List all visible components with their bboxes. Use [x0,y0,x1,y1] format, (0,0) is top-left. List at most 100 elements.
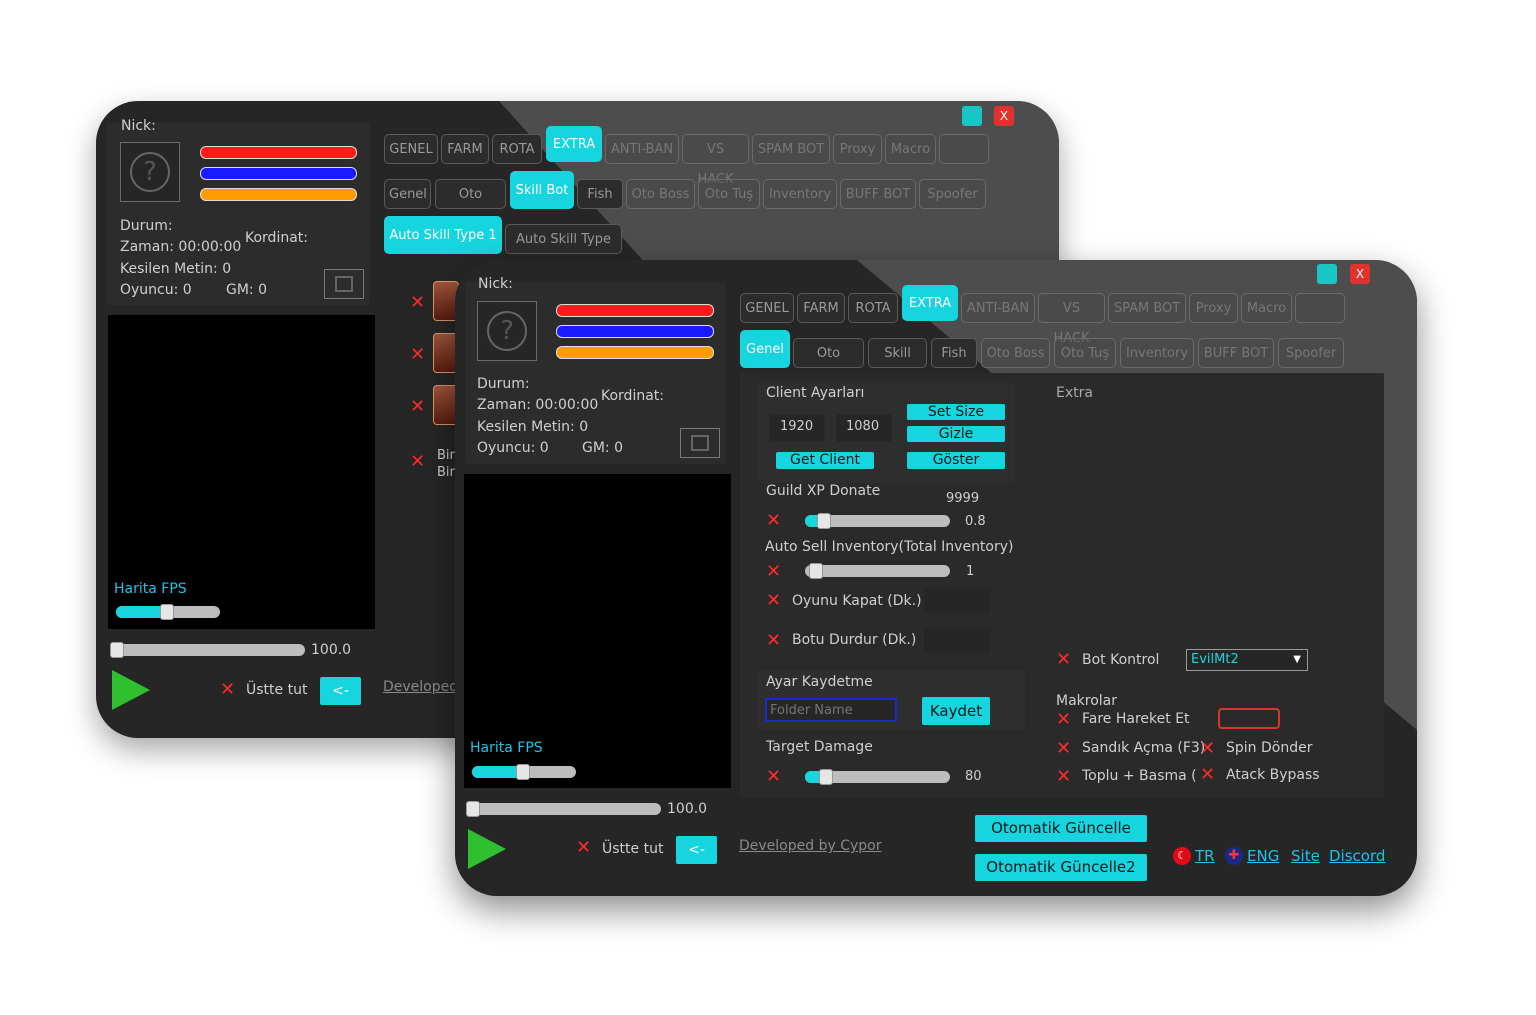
tab-spam-bot[interactable]: SPAM BOT [752,134,830,164]
fare-hareket-x-icon[interactable]: ✕ [1056,709,1072,730]
target-damage-slider[interactable] [805,769,950,785]
tab-proxy[interactable]: Proxy [833,134,882,164]
get-client-button[interactable]: Get Client [776,452,874,469]
guild-xp-slider[interactable] [805,513,950,529]
kesilen-metin-label: Kesilen Metin: 0 [120,261,232,277]
tab-extra[interactable]: EXTRA [546,126,602,162]
spin-donder-x-icon[interactable]: ✕ [1200,738,1216,759]
play-button[interactable] [112,670,150,710]
oyunu-kapat-input[interactable] [923,588,991,614]
bot-kontrol-dropdown[interactable]: EvilMt2▼ [1186,649,1308,671]
botu-durdur-x-icon[interactable]: ✕ [766,630,782,651]
lang-tr-link[interactable]: TR [1195,847,1215,865]
developed-by-link[interactable]: Developed by Cypor [739,838,882,854]
minimize-button[interactable] [962,106,982,126]
back-arrow-button[interactable]: <- [320,677,361,705]
subtab-oto-boss[interactable]: Oto Boss [981,338,1050,368]
subtab-oto-tus[interactable]: Oto Tuş [1054,338,1116,368]
auto-sell-slider[interactable] [805,563,950,579]
subtab-oto-login[interactable]: Oto Login [793,338,864,391]
tab-empty[interactable] [939,134,989,164]
save-icon[interactable] [680,428,720,458]
tab-vs-hack[interactable]: VS HACK [682,134,749,187]
subtab-fish[interactable]: Fish [931,338,977,368]
subtab-spoofer[interactable]: Spoofer [919,179,986,209]
skilltab-type-2[interactable]: Auto Skill Type 2 [505,224,622,277]
close-x-icon[interactable]: ✕ [220,679,236,700]
subtab-genel[interactable]: Genel [384,179,431,209]
close-button[interactable]: X [1350,264,1370,284]
tab-extra[interactable]: EXTRA [902,285,958,321]
gizle-button[interactable]: Gizle [907,426,1005,442]
subtab-oto-login[interactable]: Oto Login [435,179,506,232]
otomatik-guncelle2-button[interactable]: Otomatik Güncelle2 [975,854,1147,881]
durum-label: Durum: [477,376,530,392]
width-value: 1920 [780,419,814,434]
developed-link[interactable]: Developed [383,679,459,695]
subtab-inventory[interactable]: Inventory [1120,338,1194,368]
subtab-skill-bot[interactable]: Skill Bot [868,338,927,391]
subtab-fish[interactable]: Fish [577,179,623,209]
sandik-acma-x-icon[interactable]: ✕ [1056,738,1072,759]
subtab-buff-bot[interactable]: BUFF BOT [840,179,916,209]
tab-macro[interactable]: Macro [885,134,936,164]
skill-4-x-icon[interactable]: ✕ [410,451,426,472]
lang-eng-link[interactable]: ENG [1247,847,1280,865]
fps-slider[interactable] [472,764,576,780]
tab-macro[interactable]: Macro [1241,293,1292,323]
fare-hareket-key[interactable] [1218,708,1280,729]
tab-rota[interactable]: ROTA [848,293,898,323]
target-damage-x-icon[interactable]: ✕ [766,766,782,787]
bot-kontrol-x-icon[interactable]: ✕ [1056,649,1072,670]
play-button[interactable] [468,829,506,869]
goster-button[interactable]: Göster [907,452,1005,469]
atack-bypass-x-icon[interactable]: ✕ [1200,764,1216,785]
guild-xp-value: 9999 [946,491,980,506]
tab-anti-ban[interactable]: ANTI-BAN [605,134,679,164]
tab-empty[interactable] [1295,293,1345,323]
minimize-button[interactable] [1317,264,1337,284]
tab-genel[interactable]: GENEL [384,134,438,164]
oyunu-kapat-x-icon[interactable]: ✕ [766,590,782,611]
hp-bar [200,146,357,159]
tab-proxy[interactable]: Proxy [1189,293,1238,323]
discord-link[interactable]: Discord [1329,847,1386,865]
opacity-slider[interactable] [110,642,305,658]
set-size-button[interactable]: Set Size [907,404,1005,420]
subtab-spoofer[interactable]: Spoofer [1278,338,1344,368]
site-link[interactable]: Site [1291,847,1320,865]
skill-1-x-icon[interactable]: ✕ [410,292,426,313]
folder-name-input[interactable] [765,698,897,722]
subtab-inventory[interactable]: Inventory [763,179,837,209]
otomatik-guncelle-button[interactable]: Otomatik Güncelle [975,815,1147,842]
guild-xp-x-icon[interactable]: ✕ [766,510,782,531]
height-input[interactable] [836,414,892,442]
botu-durdur-input[interactable] [923,628,991,654]
tab-farm[interactable]: FARM [441,134,489,164]
auto-sell-x-icon[interactable]: ✕ [766,561,782,582]
subtab-buff-bot[interactable]: BUFF BOT [1198,338,1274,368]
toplu-basma-x-icon[interactable]: ✕ [1056,766,1072,787]
tab-anti-ban[interactable]: ANTI-BAN [961,293,1035,323]
fps-slider[interactable] [116,604,220,620]
tab-genel[interactable]: GENEL [740,293,794,323]
subtab-genel[interactable]: Genel [740,330,790,368]
skill-3-x-icon[interactable]: ✕ [410,396,426,417]
skilltab-type-1[interactable]: Auto Skill Type 1 [384,216,502,254]
subtab-skill-bot[interactable]: Skill Bot [510,171,574,209]
close-button[interactable]: X [994,106,1014,126]
opacity-slider[interactable] [466,801,661,817]
tab-vs-hack[interactable]: VS HACK [1038,293,1105,346]
close-x-icon[interactable]: ✕ [576,837,592,858]
subtab-oto-boss[interactable]: Oto Boss [626,179,695,209]
sandik-acma-label: Sandık Açma (F3) [1082,740,1206,756]
skill-2-x-icon[interactable]: ✕ [410,344,426,365]
kaydet-button[interactable]: Kaydet [922,697,990,725]
tab-farm[interactable]: FARM [797,293,845,323]
width-input[interactable] [769,414,825,442]
tab-spam-bot[interactable]: SPAM BOT [1108,293,1186,323]
back-arrow-button[interactable]: <- [676,836,717,864]
tab-rota[interactable]: ROTA [492,134,542,164]
subtab-oto-tus[interactable]: Oto Tuş [698,179,760,209]
save-icon[interactable] [324,269,364,299]
